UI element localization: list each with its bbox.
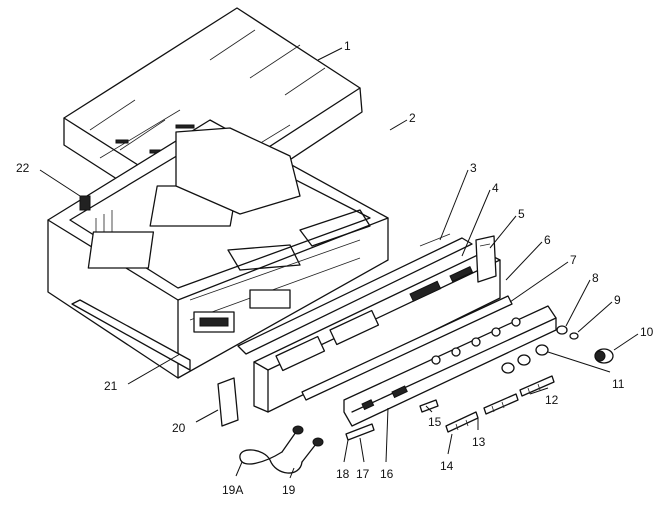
callout-17: 17 [356, 467, 370, 481]
callout-1: 1 [344, 39, 351, 53]
callout-15: 15 [428, 415, 442, 429]
part-7-control-panel [343, 305, 557, 427]
callout-4: 4 [492, 181, 499, 195]
callout-labels: 1 2 3 4 5 6 7 8 9 10 11 12 13 14 15 16 1… [16, 39, 654, 497]
callout-19a: 19A [222, 483, 243, 497]
callout-2: 2 [409, 111, 416, 125]
part-button-rows [445, 375, 555, 433]
leader-lines [39, 47, 639, 479]
part-chassis [47, 119, 389, 379]
callout-14: 14 [440, 459, 454, 473]
callout-11: 11 [612, 377, 625, 391]
callout-9: 9 [614, 293, 621, 307]
callout-20: 20 [172, 421, 186, 435]
callout-19: 19 [282, 483, 296, 497]
callout-12: 12 [545, 393, 559, 407]
part-20-cover-piece [217, 377, 239, 427]
callout-18: 18 [336, 467, 350, 481]
callout-22: 22 [16, 161, 30, 175]
callout-7: 7 [570, 253, 577, 267]
part-small-bars [345, 399, 439, 441]
callout-8: 8 [592, 271, 599, 285]
callout-21: 21 [104, 379, 118, 393]
callout-13: 13 [472, 435, 486, 449]
part-3-strip [237, 233, 473, 355]
callout-16: 16 [380, 467, 394, 481]
callout-5: 5 [518, 207, 525, 221]
callout-6: 6 [544, 233, 551, 247]
callout-10: 10 [640, 325, 654, 339]
part-4-front-bezel [253, 251, 501, 413]
part-5-side-panel [475, 235, 497, 283]
callout-3: 3 [470, 161, 477, 175]
part-knobs [501, 325, 614, 374]
part-19-microphone [239, 425, 324, 474]
part-15-strip-plate [301, 295, 513, 401]
